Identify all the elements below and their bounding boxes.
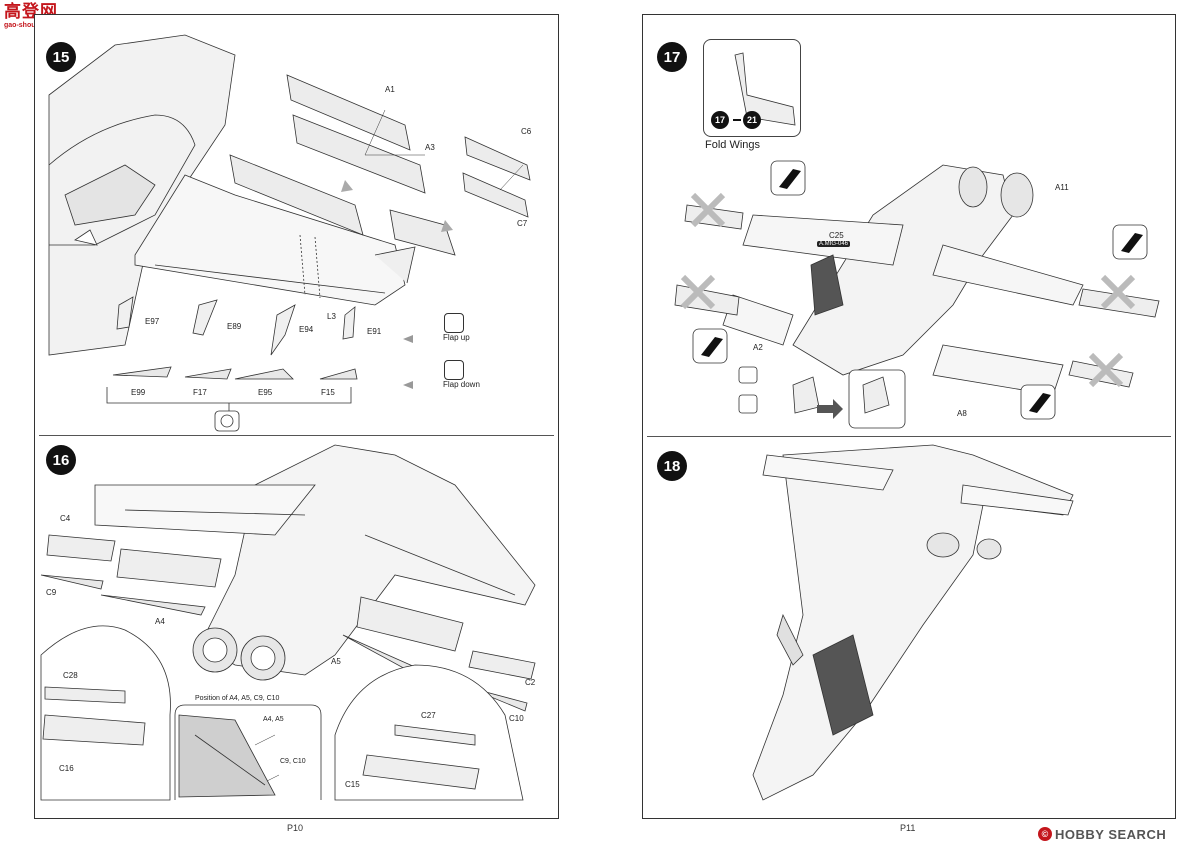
part-label-f17: F17 — [193, 388, 207, 397]
part-label-l3: L3 — [327, 312, 336, 321]
fold-range-dash — [733, 119, 741, 121]
step-16-badge: 16 — [46, 445, 76, 475]
instruction-page-left: 15 A1 A3 C6 C7 E97 E89 L3 E94 E91 E99 F1… — [34, 14, 559, 819]
fold-wings-caption: Fold Wings — [705, 139, 761, 151]
step-17-badge: 17 — [657, 42, 687, 72]
part-label-c4: C4 — [60, 514, 71, 523]
position-caption: Position of A4, A5, C9, C10 — [195, 695, 280, 702]
step-18-badge: 18 — [657, 451, 687, 481]
flap-up-icon — [444, 313, 464, 333]
hobby-search-mark-icon: © — [1038, 827, 1052, 841]
part-label-e97: E97 — [145, 317, 160, 326]
step-17-18-illustration — [674, 52, 1160, 801]
fold-range-to-badge: 21 — [743, 111, 761, 129]
watermark-logo-sub: gao-shou.com — [4, 22, 52, 29]
step-15-16-illustration — [40, 34, 536, 801]
part-label-c7: C7 — [517, 219, 528, 228]
step-divider-left — [39, 435, 554, 436]
paint-tag: A.MIG-046 — [817, 241, 851, 247]
part-label-c16: C16 — [59, 764, 74, 773]
position-label-a4-a5: A4, A5 — [263, 716, 284, 723]
flap-down-icon — [444, 360, 464, 380]
part-label-e95: E95 — [258, 388, 273, 397]
part-label-c2: C2 — [525, 678, 536, 687]
part-label-a8: A8 — [957, 409, 967, 418]
part-label-c10: C10 — [509, 714, 524, 723]
part-label-a4: A4 — [155, 617, 165, 626]
instruction-page-right: 17 17 21 Fold Wings A11 C25 A.MIG-046 A2… — [642, 14, 1176, 819]
part-label-e91: E91 — [367, 327, 382, 336]
part-label-c6: C6 — [521, 127, 532, 136]
part-label-c9: C9 — [46, 588, 57, 597]
part-label-c27: C27 — [421, 711, 436, 720]
part-label-a3: A3 — [425, 143, 435, 152]
fold-wings-inset — [703, 39, 801, 137]
part-label-e89: E89 — [227, 322, 242, 331]
part-label-c28: C28 — [63, 671, 78, 680]
part-label-c15: C15 — [345, 780, 360, 789]
step-15-badge: 15 — [46, 42, 76, 72]
flap-down-label: Flap down — [443, 380, 480, 389]
part-label-a5: A5 — [331, 657, 341, 666]
part-label-a2: A2 — [753, 343, 763, 352]
flap-up-label: Flap up — [443, 333, 470, 342]
hobby-search-text: HOBBY SEARCH — [1055, 826, 1167, 842]
part-label-a11: A11 — [1055, 183, 1069, 192]
step-divider-right — [647, 436, 1171, 437]
page-number-right: P11 — [900, 823, 916, 833]
part-label-e99: E99 — [131, 388, 146, 397]
hobby-search-logo: © HOBBY SEARCH — [1038, 824, 1194, 844]
fold-range-from-badge: 17 — [711, 111, 729, 129]
part-label-f15: F15 — [321, 388, 335, 397]
part-label-c25: C25 — [829, 231, 844, 240]
page-number-left: P10 — [287, 823, 304, 833]
part-label-e94: E94 — [299, 325, 314, 334]
position-label-c9-c10: C9, C10 — [280, 758, 306, 765]
part-label-a1: A1 — [385, 85, 395, 94]
